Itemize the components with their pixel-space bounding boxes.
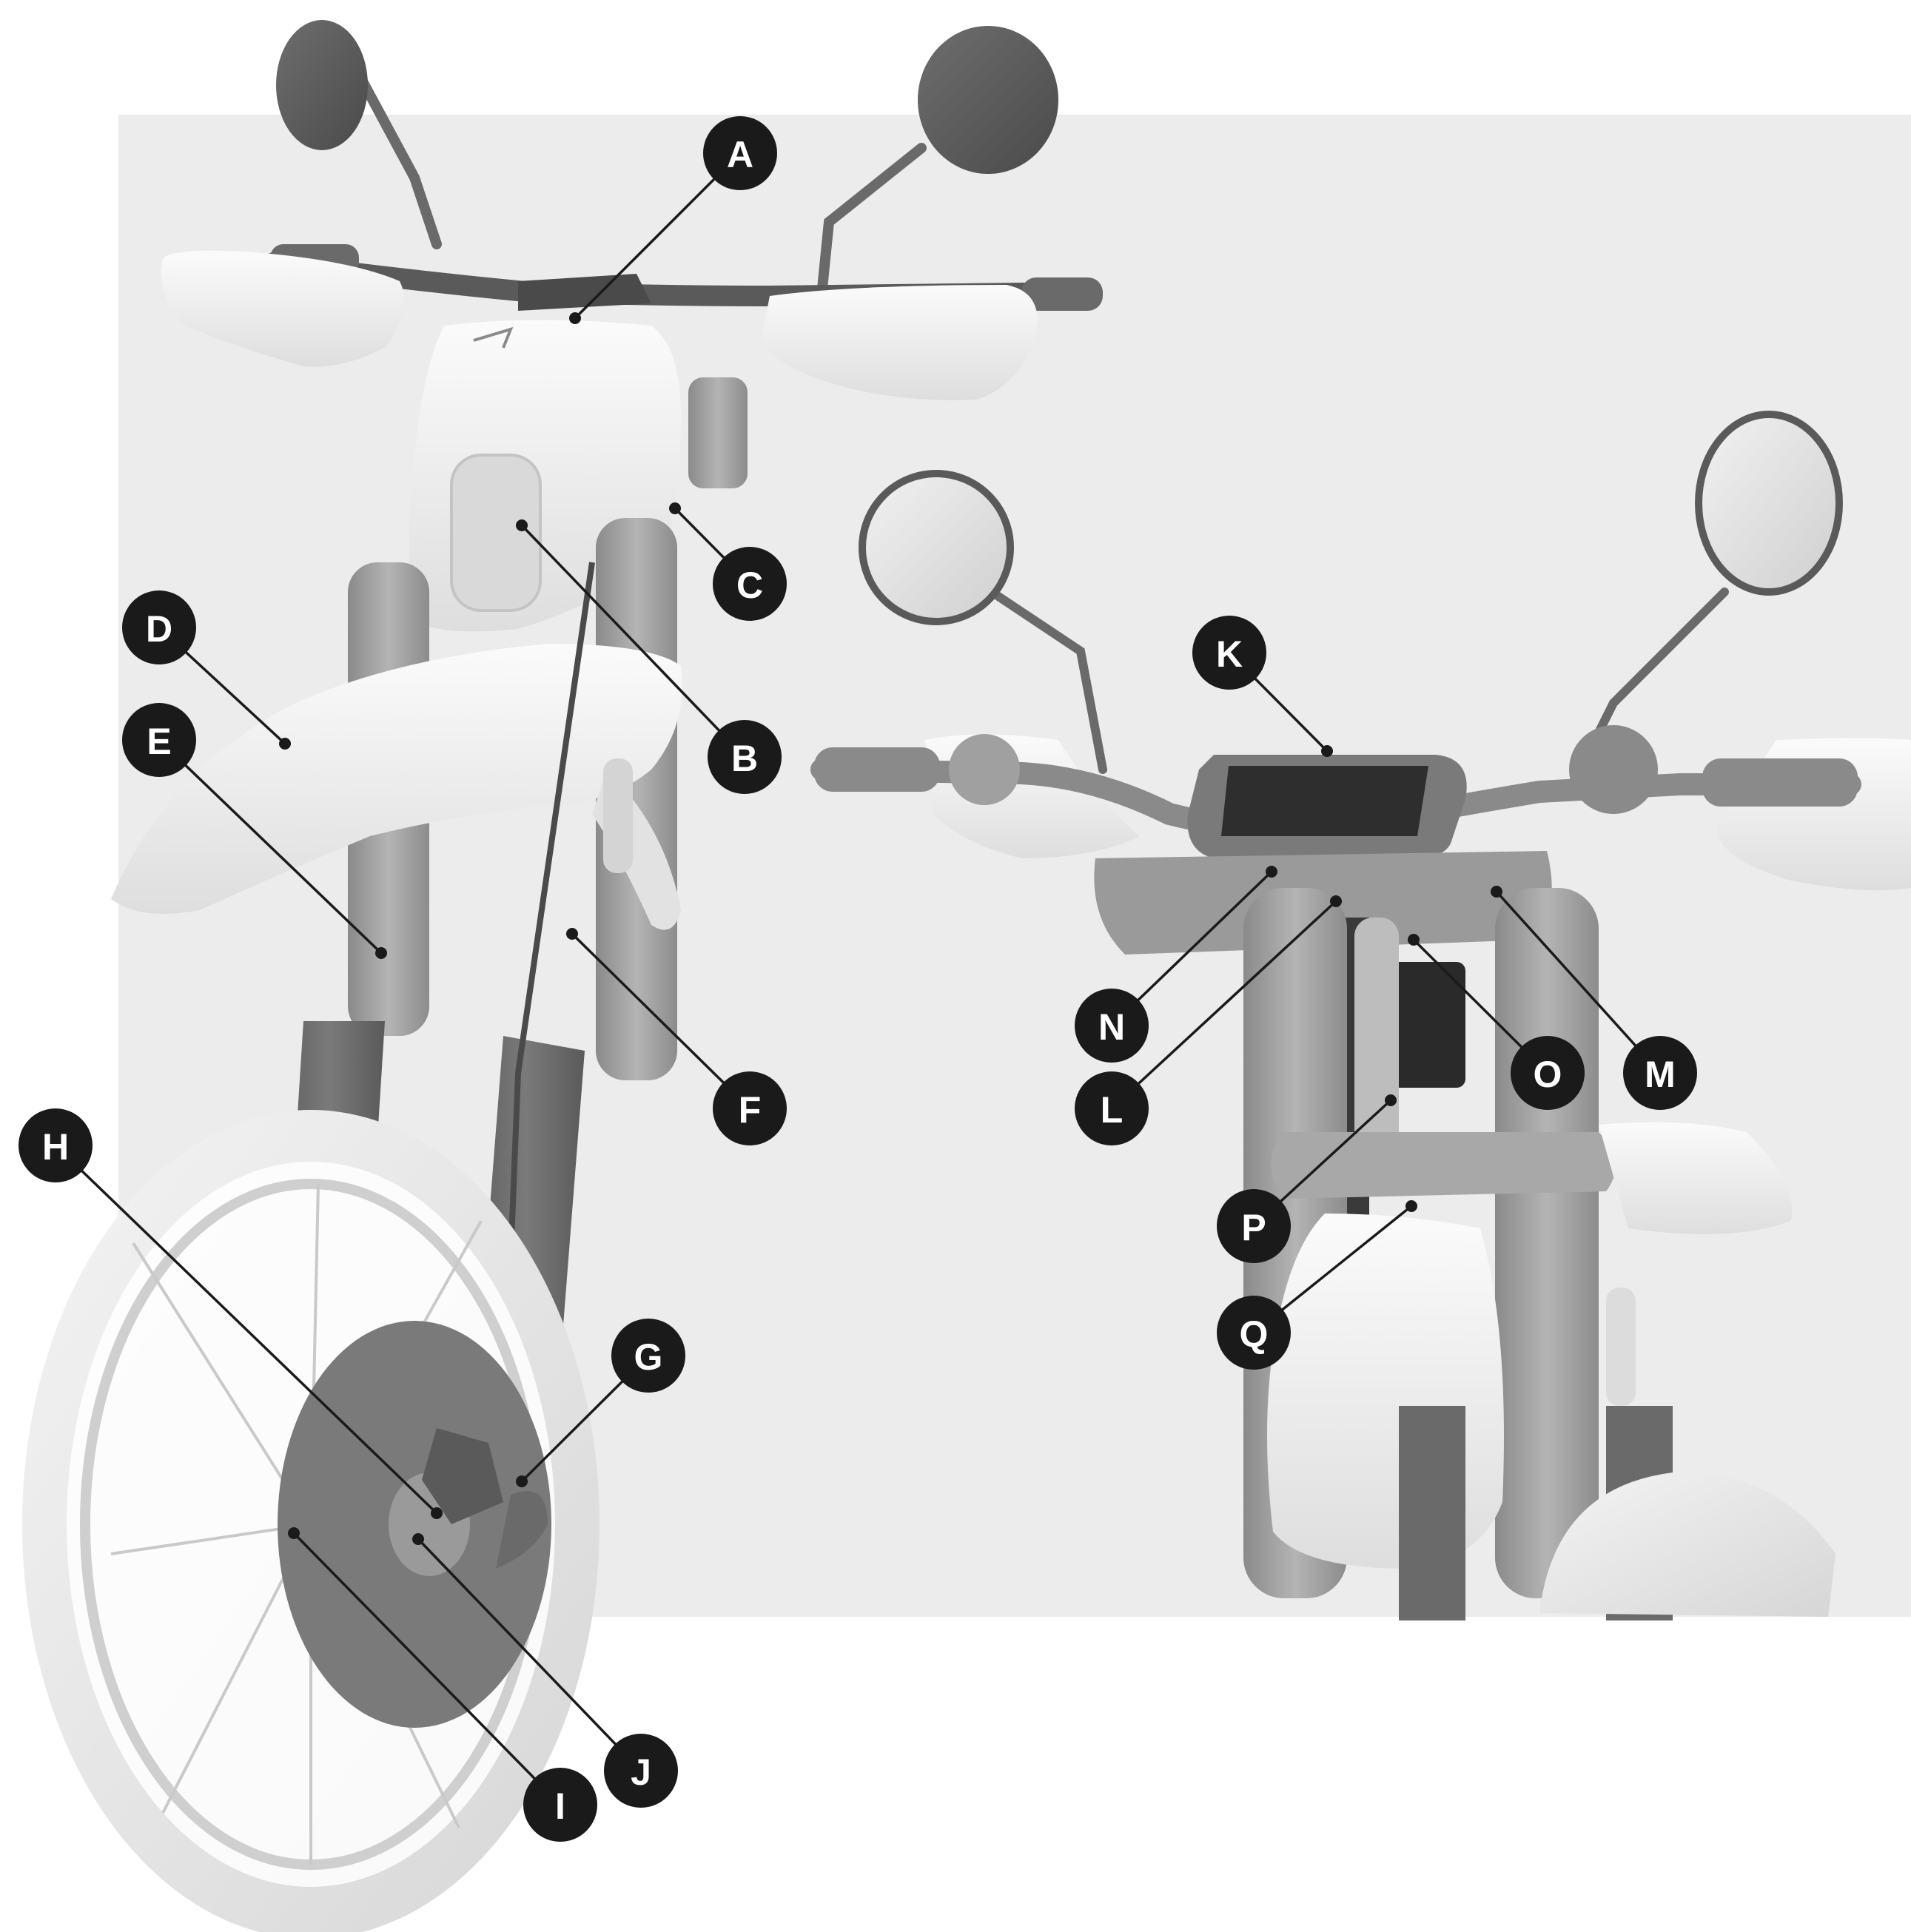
callout-label: J	[631, 1751, 651, 1793]
callout-label: F	[739, 1089, 762, 1131]
callout-target-dot	[1491, 886, 1502, 898]
callout-label: C	[736, 565, 763, 606]
callout-target-dot	[375, 947, 387, 959]
callout-label: K	[1216, 633, 1243, 675]
callout-target-dot	[1321, 745, 1333, 757]
callout-target-dot	[516, 1475, 528, 1487]
callout-label: M	[1645, 1054, 1676, 1095]
callout-target-dot	[1266, 866, 1277, 878]
callout-label: L	[1101, 1089, 1124, 1131]
callout-label: Q	[1240, 1313, 1269, 1355]
callout-label: I	[555, 1785, 565, 1827]
callout-label: N	[1098, 1006, 1125, 1048]
callout-target-dot	[1330, 895, 1342, 907]
callout-target-dot	[569, 312, 581, 324]
callout-label: G	[634, 1336, 663, 1378]
callout-target-dot	[412, 1533, 424, 1545]
callout-label: D	[146, 608, 172, 650]
callout-target-dot	[669, 502, 681, 514]
callout-label: B	[731, 738, 758, 779]
callout-target-dot	[566, 928, 578, 940]
callout-label: P	[1241, 1207, 1266, 1248]
callout-target-dot	[1408, 934, 1420, 946]
callout-target-dot	[516, 519, 528, 531]
callout-label: A	[727, 134, 753, 175]
callout-label: E	[147, 721, 171, 762]
callout-target-dot	[1385, 1094, 1397, 1106]
callout-label: H	[42, 1126, 69, 1168]
callout-target-dot	[279, 738, 291, 750]
callout-label: O	[1534, 1054, 1562, 1095]
callout-target-dot	[1405, 1200, 1417, 1212]
callout-target-dot	[288, 1527, 300, 1539]
callout-target-dot	[431, 1507, 443, 1519]
